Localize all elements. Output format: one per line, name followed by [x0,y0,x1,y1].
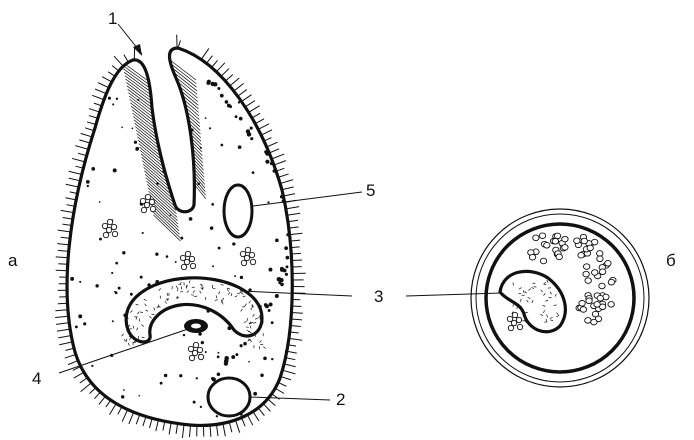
label-2: 2 [336,390,345,409]
trophozoite [55,35,306,438]
label-1: 1 [108,9,117,28]
contractile-vacuole-upper [224,185,252,237]
label-3: 3 [374,287,383,306]
cell-body [67,48,292,425]
contractile-vacuole-lower [208,378,250,416]
label-4: 4 [32,369,41,388]
label-5: 5 [366,181,375,200]
cyst [471,209,649,387]
panel-letter-b: б [666,251,676,270]
panel-letter-a: а [8,251,18,270]
